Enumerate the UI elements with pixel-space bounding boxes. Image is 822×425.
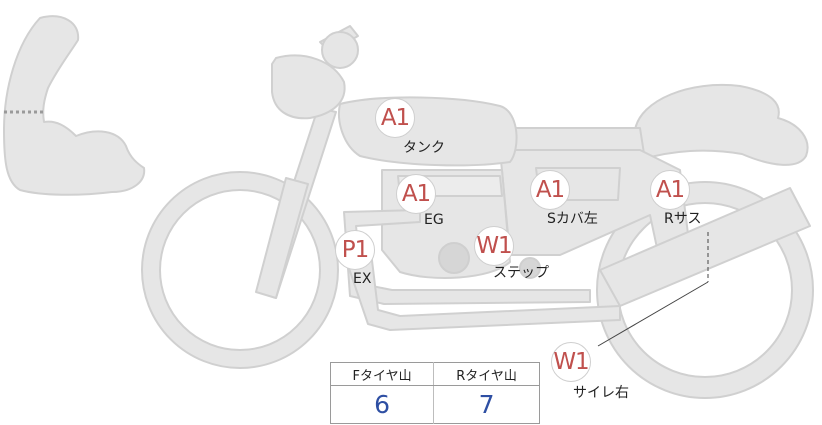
marker-side-cover-left: A1 — [530, 170, 570, 210]
footpeg-circle — [519, 257, 541, 279]
rear-tread-value: 7 — [478, 390, 495, 419]
label-side-cover-left: Sカバ左 — [547, 211, 598, 227]
marker-tank: A1 — [375, 98, 415, 138]
front-tread-value: 6 — [330, 385, 435, 424]
front-fork-lower — [255, 177, 309, 299]
label-exhaust: EX — [353, 271, 372, 287]
rear-tread-header: Rタイヤ山 — [433, 362, 540, 386]
headlight-shape — [271, 54, 346, 120]
marker-rear-suspension: A1 — [650, 170, 690, 210]
label-rear-suspension: Rサス — [664, 211, 702, 227]
tire-tread-table: Fタイヤ山 Rタイヤ山 6 7 — [330, 362, 540, 424]
leader-diagonal — [597, 281, 709, 347]
marker-muffler-right: W1 — [551, 342, 591, 382]
front-cowl-shape — [3, 15, 146, 196]
label-step: ステップ — [493, 265, 549, 281]
marker-exhaust: P1 — [335, 230, 375, 270]
front-tread-header: Fタイヤ山 — [330, 362, 435, 386]
marker-engine: A1 — [396, 174, 436, 214]
mirror-shape — [321, 31, 359, 69]
label-tank: タンク — [403, 140, 445, 156]
muffler-shape — [599, 187, 811, 307]
seat-tail-shape — [631, 84, 809, 166]
label-engine: EG — [424, 212, 444, 228]
marker-step: W1 — [474, 226, 514, 266]
engine-cover-circle — [438, 242, 470, 274]
label-muffler-right: サイレ右 — [573, 385, 629, 401]
